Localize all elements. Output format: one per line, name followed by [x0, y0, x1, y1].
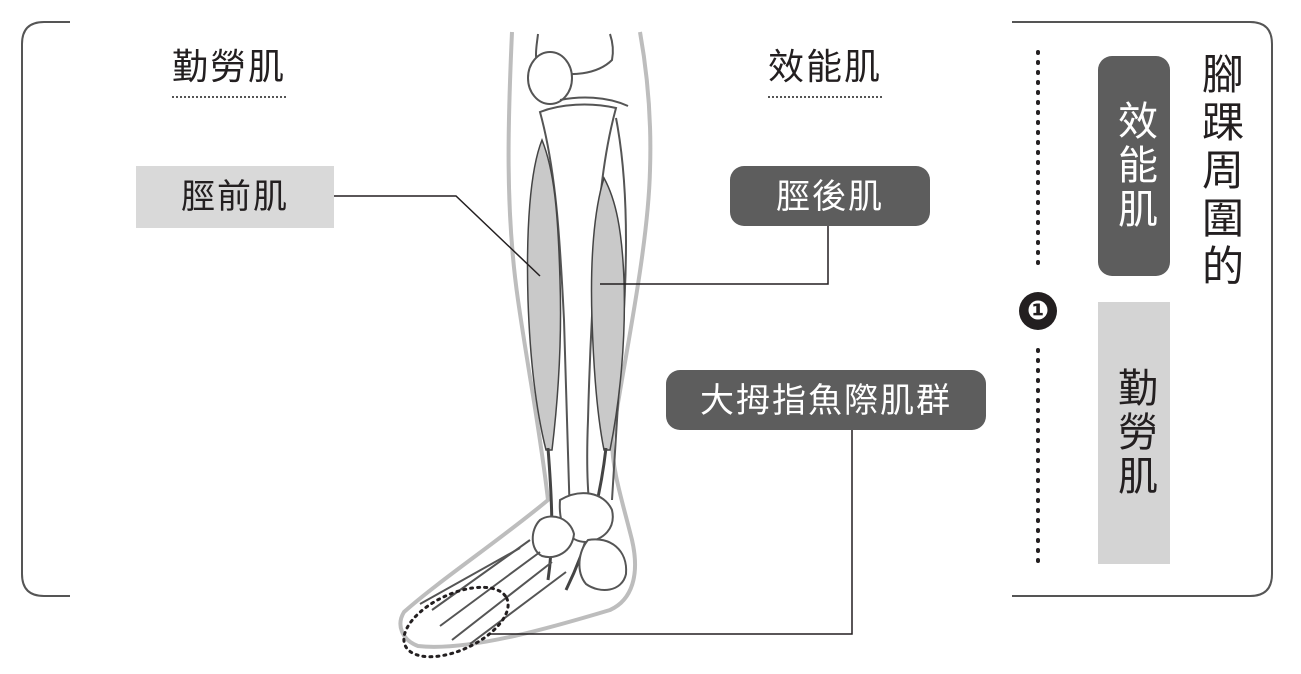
metatarsal-3	[452, 562, 552, 640]
calcaneus	[579, 539, 626, 590]
label-abductor-hallucis: 大拇指魚際肌群	[666, 370, 986, 430]
side-labor-muscle-label: 勤勞肌	[1105, 367, 1163, 499]
side-efficiency-muscle-box: 效能肌	[1098, 56, 1170, 276]
heading-efficiency-muscle: 效能肌	[768, 46, 882, 98]
tibialis-posterior-muscle	[592, 178, 625, 450]
number-one-badge: ❶	[1019, 292, 1057, 330]
metatarsal-2	[440, 552, 540, 626]
label-tibialis-posterior: 脛後肌	[730, 166, 930, 226]
frame-left-bracket	[22, 22, 70, 596]
midfoot-bones	[533, 516, 574, 557]
side-title: 腳踝周圍的	[1192, 52, 1248, 302]
label-tibialis-anterior: 脛前肌	[136, 166, 334, 228]
side-labor-muscle-box: 勤勞肌	[1098, 302, 1170, 564]
side-efficiency-muscle-label: 效能肌	[1105, 100, 1163, 232]
tendon-anterior	[548, 448, 552, 580]
heading-labor-muscle: 勤勞肌	[172, 46, 286, 98]
leader-tibialis-posterior	[600, 226, 828, 284]
patella	[528, 52, 572, 104]
